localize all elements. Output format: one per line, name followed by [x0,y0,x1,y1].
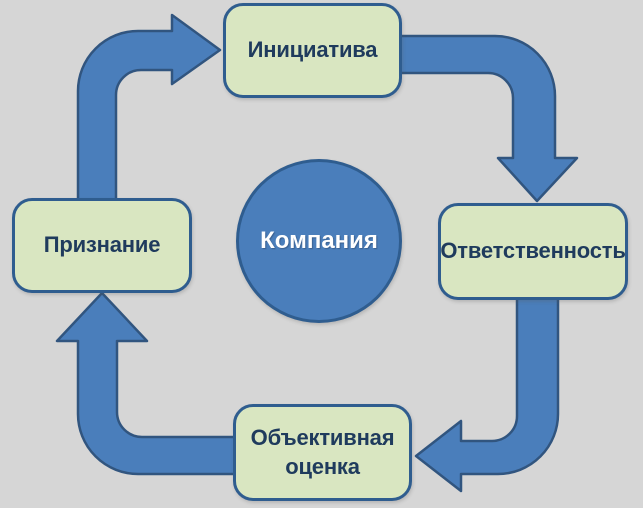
node-objective-evaluation-label: Объективная оценка [250,425,395,479]
cycle-arrow-responsibility-to-evaluation [414,295,560,493]
cycle-arrow-evaluation-to-recognition [55,291,238,476]
node-responsibility: Ответственность [438,203,628,300]
node-responsibility-label: Ответственность [440,238,626,264]
node-initiative: Инициатива [223,3,402,98]
center-circle-company: Компания [236,159,402,323]
node-recognition-label: Признание [43,232,161,258]
node-objective-evaluation: Объективная оценка [233,404,412,501]
cycle-arrow-recognition-to-initiative [76,13,222,207]
center-circle-label: Компания [260,227,378,254]
node-initiative-label: Инициатива [247,37,378,63]
node-recognition: Признание [12,198,192,293]
cycle-arrow-initiative-to-responsibility [398,34,579,203]
